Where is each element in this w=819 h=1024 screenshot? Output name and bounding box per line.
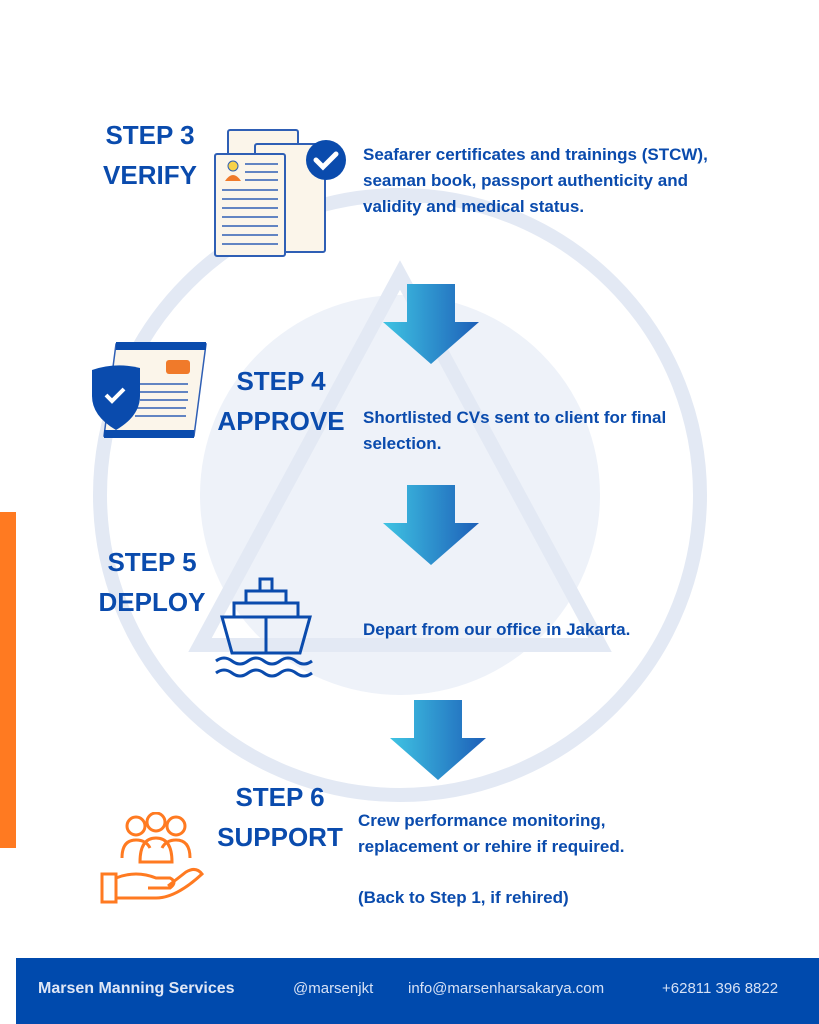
step-5-heading: STEP 5 DEPLOY bbox=[94, 542, 210, 622]
step-6-subtitle: SUPPORT bbox=[217, 822, 343, 852]
step-5-description: Depart from our office in Jakarta. bbox=[363, 620, 631, 639]
footer-email[interactable]: info@marsenharsakarya.com bbox=[408, 980, 605, 997]
footer-phone[interactable]: +62811 396 8822 bbox=[662, 980, 779, 997]
step-6-heading: STEP 6 SUPPORT bbox=[212, 777, 348, 857]
arrow-down-icon bbox=[383, 485, 479, 565]
step-4-description: Shortlisted CVs sent to client for final… bbox=[363, 408, 667, 453]
step-3-description: Seafarer certificates and trainings (STC… bbox=[363, 145, 708, 216]
footer-company: Marsen Manning Services bbox=[38, 980, 235, 997]
step-3-heading: STEP 3 VERIFY bbox=[92, 115, 208, 195]
watermark-logo bbox=[93, 188, 707, 802]
step-4-heading: STEP 4 APPROVE bbox=[212, 361, 350, 441]
step-3-subtitle: VERIFY bbox=[103, 160, 197, 190]
arrow-down-icon bbox=[383, 284, 479, 364]
ship-icon bbox=[215, 577, 313, 678]
arrow-down-icon bbox=[390, 700, 486, 780]
footer: Marsen Manning Services @marsenjkt info@… bbox=[16, 958, 819, 1024]
step-3-title: STEP 3 bbox=[105, 120, 195, 150]
hand-people-icon bbox=[100, 812, 205, 904]
step-6-title: STEP 6 bbox=[235, 782, 325, 812]
step-4-subtitle: APPROVE bbox=[217, 406, 345, 436]
step-6-note: (Back to Step 1, if rehired) bbox=[358, 888, 569, 907]
shield-document-icon bbox=[92, 342, 207, 438]
footer-social[interactable]: @marsenjkt bbox=[293, 980, 374, 997]
step-5-subtitle: DEPLOY bbox=[98, 587, 206, 617]
step-5-title: STEP 5 bbox=[107, 547, 197, 577]
documents-check-icon bbox=[214, 129, 346, 257]
step-6-description: Crew performance monitoring, replacement… bbox=[358, 811, 625, 856]
side-accent-bar bbox=[0, 512, 16, 848]
step-4-title: STEP 4 bbox=[236, 366, 326, 396]
